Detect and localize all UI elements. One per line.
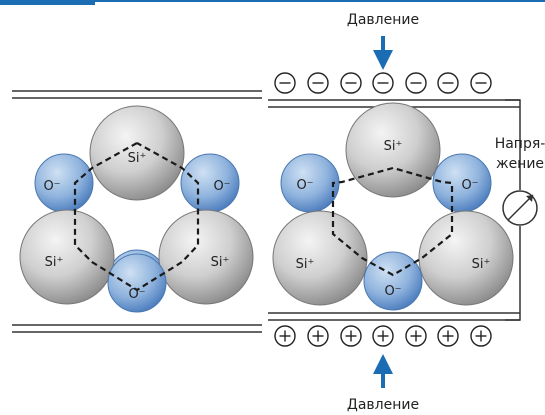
positive-charge-icon [405, 325, 427, 347]
positive-charge-icon [307, 325, 329, 347]
circuit-wire [505, 99, 521, 190]
left-crystal: Si⁺ Si⁺ Si⁺ O⁻ O⁻ O⁻ [12, 90, 262, 333]
oxygen-atom [107, 253, 167, 313]
pressure-label-bottom: Давление [347, 397, 419, 413]
circuit-wire [505, 226, 521, 321]
negative-charge-icon [405, 72, 427, 94]
bond-outline [331, 166, 454, 277]
silicon-atom [19, 209, 115, 305]
negative-charge-icon [437, 72, 459, 94]
oxygen-atom [363, 251, 423, 311]
positive-charge-icon [437, 325, 459, 347]
o-label: O⁻ [213, 179, 230, 194]
si-label: Si⁺ [45, 255, 64, 270]
bond-outline [73, 142, 200, 292]
negative-charge-icon [274, 72, 296, 94]
silicon-atom [272, 210, 368, 306]
top-rule-tab [0, 0, 95, 5]
si-label: Si⁺ [296, 257, 315, 272]
o-label: O⁻ [384, 284, 401, 299]
positive-charges-row [274, 325, 492, 347]
positive-charge-icon [372, 325, 394, 347]
voltmeter-needle [507, 194, 534, 221]
silicon-atom [158, 209, 254, 305]
negative-charge-icon [307, 72, 329, 94]
o-label: O⁻ [128, 287, 145, 302]
voltmeter-needle-tip [526, 195, 533, 202]
si-label: Si⁺ [384, 139, 403, 154]
negative-charge-icon [340, 72, 362, 94]
o-label: O⁻ [296, 178, 313, 193]
negative-charge-icon [470, 72, 492, 94]
pressure-label-top: Давление [347, 12, 419, 28]
positive-charge-icon [470, 325, 492, 347]
o-label: O⁻ [461, 178, 478, 193]
positive-charge-icon [274, 325, 296, 347]
si-label: Si⁺ [472, 257, 491, 272]
negative-charges-row [274, 72, 492, 94]
o-label: O⁻ [43, 179, 60, 194]
si-label: Si⁺ [128, 151, 147, 166]
si-label: Si⁺ [211, 255, 230, 270]
top-rule [0, 0, 545, 2]
voltage-label-line2: жение [496, 156, 544, 172]
right-crystal: Давление Si⁺ Si⁺ Si⁺ O⁻ O⁻ [268, 12, 545, 413]
voltage-label-line1: Напря- [495, 136, 545, 152]
silicon-atom [418, 210, 514, 306]
negative-charge-icon [372, 72, 394, 94]
positive-charge-icon [340, 325, 362, 347]
silicon-atom [89, 105, 185, 201]
